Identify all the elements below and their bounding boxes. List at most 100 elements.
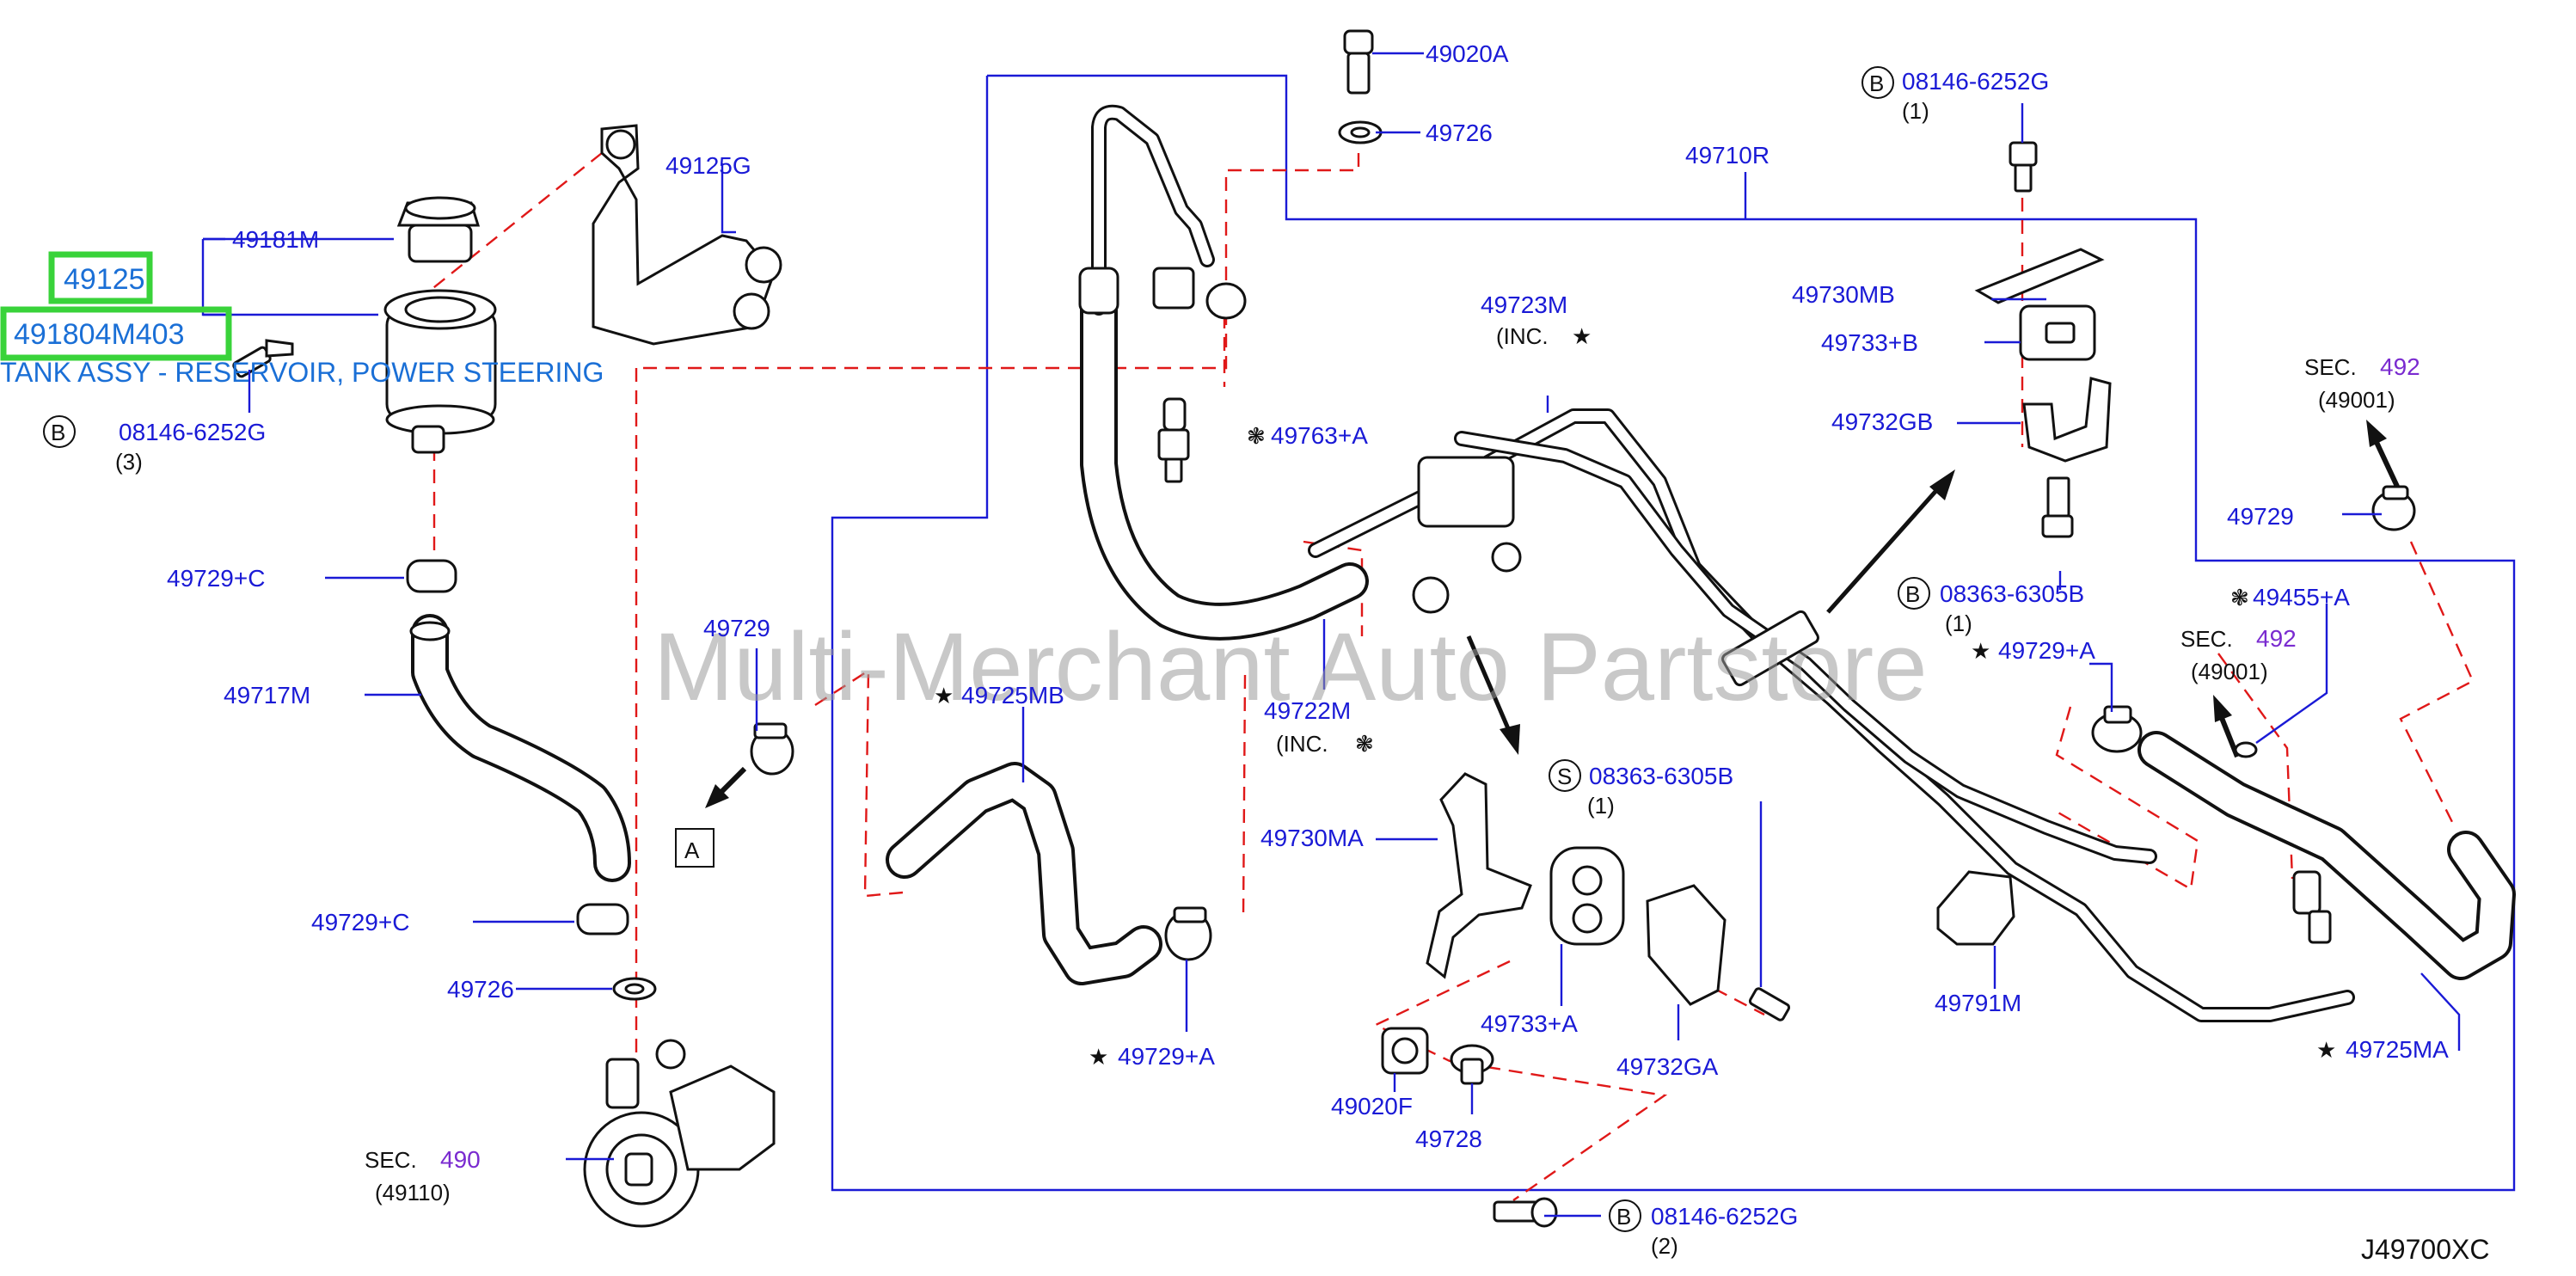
label-49763A[interactable]: 49763+A bbox=[1271, 422, 1368, 449]
sec-word-490: SEC. bbox=[365, 1147, 417, 1173]
clamp-49729C-upper[interactable] bbox=[406, 559, 457, 593]
assembly-outline-box bbox=[831, 74, 2516, 1192]
bolt-B-bottom[interactable] bbox=[1493, 1197, 1558, 1228]
sec-number-492a[interactable]: 492 bbox=[2380, 353, 2420, 380]
label-49730MA[interactable]: 49730MA bbox=[1260, 825, 1364, 851]
label-bolt-qty-mid: (1) bbox=[1945, 610, 1972, 636]
clamp-49729A-left[interactable] bbox=[1164, 906, 1212, 961]
bracket-49732GB[interactable] bbox=[2022, 377, 2112, 463]
label-49732GA[interactable]: 49732GA bbox=[1616, 1053, 1719, 1080]
label-49729-right[interactable]: 49729 bbox=[2227, 503, 2294, 530]
star-49729A-right: ★ bbox=[1971, 638, 1990, 664]
bolt-b-circle-left bbox=[43, 415, 76, 448]
label-49725MA[interactable]: 49725MA bbox=[2346, 1036, 2449, 1063]
label-49723M-inc: (INC. bbox=[1496, 323, 1549, 349]
label-49729C-lower[interactable]: 49729+C bbox=[311, 909, 409, 936]
label-49729A-left[interactable]: 49729+A bbox=[1118, 1043, 1215, 1070]
reservoir-cap[interactable] bbox=[396, 196, 481, 263]
washer-49726-upper[interactable] bbox=[1338, 120, 1383, 144]
bolt-b-circle-mid bbox=[1898, 577, 1930, 610]
clamp-49729C-lower[interactable] bbox=[576, 903, 629, 936]
bolt-S-lower[interactable] bbox=[1748, 987, 1791, 1021]
diagram-code: J49700XC bbox=[2361, 1234, 2489, 1265]
star-49723M: ★ bbox=[1572, 323, 1592, 349]
pipe-assembly-49723M[interactable] bbox=[1308, 408, 2355, 1022]
star-49725MB: ★ bbox=[934, 683, 954, 709]
clip-49791M[interactable] bbox=[1936, 870, 2015, 946]
collar-49728[interactable] bbox=[1450, 1044, 1494, 1085]
label-49722M[interactable]: 49722M bbox=[1264, 697, 1351, 724]
label-49733A[interactable]: 49733+A bbox=[1481, 1010, 1578, 1037]
oring-49455A[interactable] bbox=[2234, 741, 2258, 758]
bolt-mid-right[interactable] bbox=[2041, 476, 2074, 538]
label-49733B[interactable]: 49733+B bbox=[1821, 329, 1918, 356]
plate-49730MB[interactable] bbox=[1974, 248, 2105, 304]
reservoir-tank[interactable] bbox=[383, 289, 497, 454]
label-49728[interactable]: 49728 bbox=[1415, 1126, 1482, 1152]
bracket-49732GA[interactable] bbox=[1646, 884, 1727, 1006]
bolt-reservoir[interactable] bbox=[232, 339, 294, 378]
bolt-49020A[interactable] bbox=[1343, 29, 1374, 95]
label-49722M-inc: (INC. bbox=[1276, 731, 1328, 757]
washer-49726-lower[interactable] bbox=[612, 977, 657, 1001]
label-49020A[interactable]: 49020A bbox=[1426, 40, 1509, 67]
bolt-b-letter-bottom: B bbox=[1616, 1204, 1631, 1230]
hose-49722M[interactable] bbox=[1078, 104, 1369, 641]
label-bolt-08146-left[interactable]: 08146-6252G bbox=[119, 419, 266, 445]
bracket-49730MA[interactable] bbox=[1426, 772, 1532, 979]
hose-49725MA[interactable] bbox=[2137, 731, 2516, 980]
connector-49725MA[interactable] bbox=[2292, 870, 2332, 944]
label-49726-bottom[interactable]: 49726 bbox=[447, 976, 514, 1003]
label-49730MB[interactable]: 49730MB bbox=[1792, 281, 1895, 308]
label-49725MB[interactable]: 49725MB bbox=[961, 682, 1064, 709]
asterisk-49722M: ❃ bbox=[1355, 731, 1374, 757]
hose-49717M[interactable] bbox=[409, 614, 631, 882]
clamp-49729-mid[interactable] bbox=[750, 722, 794, 776]
label-49729-mid[interactable]: 49729 bbox=[703, 615, 770, 641]
label-49710R[interactable]: 49710R bbox=[1685, 142, 1769, 169]
bolt-s-letter: S bbox=[1557, 764, 1572, 789]
clamp-49729A-right[interactable] bbox=[2091, 705, 2143, 753]
sec-number-490[interactable]: 490 bbox=[440, 1146, 481, 1173]
label-bolt-08146-top[interactable]: 08146-6252G bbox=[1902, 68, 2049, 95]
bolt-upper-right[interactable] bbox=[2009, 141, 2038, 193]
ref-a-letter: A bbox=[684, 837, 700, 863]
label-bolt-08146-bottom[interactable]: 08146-6252G bbox=[1651, 1203, 1798, 1230]
label-49729C-upper[interactable]: 49729+C bbox=[167, 565, 265, 592]
label-49723M[interactable]: 49723M bbox=[1481, 291, 1567, 318]
direction-arrows bbox=[1466, 420, 2401, 758]
bolt-b-circle-top bbox=[1861, 66, 1894, 99]
ref-a-arrow bbox=[675, 766, 747, 868]
sec-sub-492a: (49001) bbox=[2318, 387, 2395, 413]
power-steering-pump[interactable] bbox=[583, 1039, 776, 1228]
label-bolt-08363-mid[interactable]: 08363-6305B bbox=[1940, 580, 2084, 607]
label-491804M403[interactable]: 491804M403 bbox=[14, 318, 185, 351]
label-49791M[interactable]: 49791M bbox=[1935, 990, 2021, 1016]
label-49455A[interactable]: 49455+A bbox=[2253, 584, 2350, 610]
label-49717M[interactable]: 49717M bbox=[224, 682, 310, 709]
clamp-49729-right[interactable] bbox=[2371, 485, 2416, 531]
grommet-49733B[interactable] bbox=[2019, 304, 2096, 361]
label-49726-top[interactable]: 49726 bbox=[1426, 120, 1493, 146]
pressure-switch-49763A[interactable] bbox=[1157, 397, 1190, 483]
reservoir-bracket[interactable] bbox=[592, 124, 782, 346]
label-49732GB[interactable]: 49732GB bbox=[1831, 408, 1933, 435]
grommet-49733A[interactable] bbox=[1549, 846, 1625, 946]
star-49725MA: ★ bbox=[2316, 1037, 2336, 1063]
hose-49725MB[interactable] bbox=[886, 762, 1162, 985]
bolt-s-circle bbox=[1549, 759, 1581, 792]
label-49729A-right[interactable]: 49729+A bbox=[1998, 637, 2095, 664]
label-49125[interactable]: 49125 bbox=[64, 263, 145, 296]
label-49125G[interactable]: 49125G bbox=[665, 152, 751, 179]
label-tank-assy-name[interactable]: TANK ASSY - RESERVOIR, POWER STEERING bbox=[0, 357, 604, 388]
label-bolt-qty-bottom: (2) bbox=[1651, 1233, 1678, 1259]
label-bolt-qty-top: (1) bbox=[1902, 98, 1929, 124]
asterisk-49455A: ❃ bbox=[2230, 585, 2249, 610]
bushing-49020F[interactable] bbox=[1381, 1027, 1429, 1075]
star-49729A-left: ★ bbox=[1089, 1044, 1108, 1070]
sec-number-492b[interactable]: 492 bbox=[2256, 625, 2297, 652]
label-bolt-08363-lower[interactable]: 08363-6305B bbox=[1589, 763, 1733, 789]
label-49020F[interactable]: 49020F bbox=[1331, 1093, 1413, 1120]
label-49181M[interactable]: 49181M bbox=[232, 226, 319, 253]
